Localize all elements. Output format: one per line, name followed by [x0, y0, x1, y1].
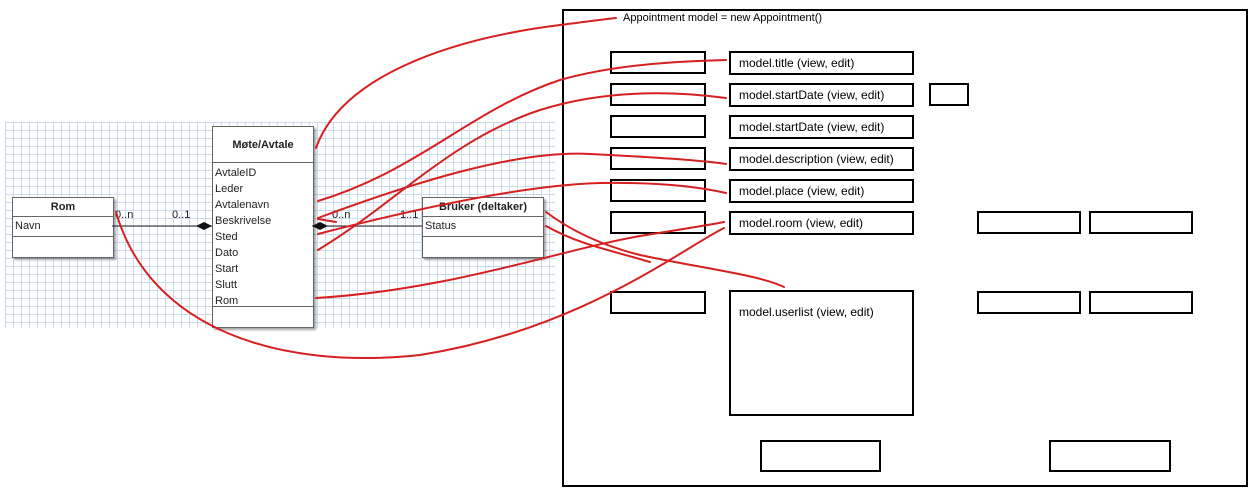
uml-attribute: Leder	[215, 183, 244, 195]
uml-attributes: AvtaleID Leder Avtalenavn Beskrivelse St…	[213, 163, 313, 307]
multiplicity-rom: 0..n	[115, 209, 134, 221]
label-box	[610, 147, 706, 170]
room-box-a[interactable]	[977, 211, 1081, 234]
uml-attribute: Start	[215, 263, 239, 275]
uml-attributes: Navn	[13, 217, 113, 237]
uml-attribute: Navn	[15, 220, 41, 232]
model-description-field[interactable]: model.description (view, edit)	[729, 147, 914, 171]
uml-attributes: Status	[423, 217, 543, 237]
uml-attribute: Beskrivelse	[215, 215, 272, 227]
user-box-a[interactable]	[977, 291, 1081, 314]
uml-attribute: Slutt	[215, 279, 238, 291]
uml-attribute: Rom	[215, 295, 239, 307]
bottom-button-right[interactable]	[1049, 440, 1171, 472]
label-box	[610, 291, 706, 314]
multiplicity-bruker: 1..1	[400, 209, 419, 221]
bottom-button-left[interactable]	[760, 440, 881, 472]
uml-attribute: AvtaleID	[215, 167, 257, 179]
model-startdate-field-2[interactable]: model.startDate (view, edit)	[729, 115, 914, 139]
model-title-field[interactable]: model.title (view, edit)	[729, 51, 914, 75]
uml-class-bruker: Bruker (deltaker) Status	[422, 197, 544, 258]
mockup-title: Appointment model = new Appointment()	[623, 12, 823, 24]
uml-class-mote-avtale: Møte/Avtale AvtaleID Leder Avtalenavn Be…	[212, 126, 314, 328]
user-box-b[interactable]	[1089, 291, 1193, 314]
model-startdate-field[interactable]: model.startDate (view, edit)	[729, 83, 914, 107]
multiplicity-mote-rom: 0..1	[172, 209, 191, 221]
small-box[interactable]	[929, 83, 969, 106]
uml-attribute: Sted	[215, 231, 238, 243]
uml-class-title: Møte/Avtale	[213, 127, 313, 163]
uml-attribute: Avtalenavn	[215, 199, 270, 211]
label-box	[610, 211, 706, 234]
model-userlist-field[interactable]: model.userlist (view, edit)	[729, 290, 914, 416]
model-place-field[interactable]: model.place (view, edit)	[729, 179, 914, 203]
label-box	[610, 115, 706, 138]
uml-attribute: Status	[425, 220, 457, 232]
label-box	[610, 51, 706, 74]
uml-class-title: Bruker (deltaker)	[423, 198, 543, 217]
label-box	[610, 179, 706, 202]
label-box	[610, 83, 706, 106]
model-room-field[interactable]: model.room (view, edit)	[729, 211, 914, 235]
uml-class-rom: Rom Navn	[12, 197, 114, 258]
room-box-b[interactable]	[1089, 211, 1193, 234]
multiplicity-mote-bruker: 0..n	[332, 209, 351, 221]
uml-class-title: Rom	[13, 198, 113, 217]
uml-attribute: Dato	[215, 247, 239, 259]
